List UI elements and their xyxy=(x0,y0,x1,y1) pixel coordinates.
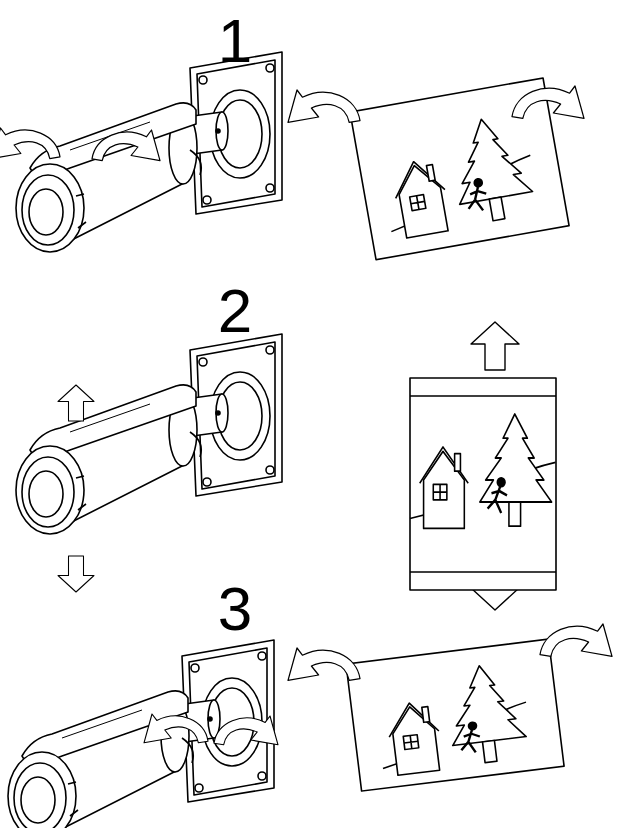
step-number: 3 xyxy=(218,578,252,640)
tilt-arrow xyxy=(58,385,94,421)
view-frame xyxy=(350,78,569,260)
rotate-arrow xyxy=(144,714,208,743)
view-frame xyxy=(346,639,564,791)
rotate-arrow xyxy=(512,86,584,118)
rotate-arrow xyxy=(214,716,278,745)
tilt-arrow xyxy=(58,556,94,592)
step-number: 2 xyxy=(218,280,252,342)
camera-figure xyxy=(8,640,274,828)
view-frame xyxy=(410,378,556,590)
rotate-arrow xyxy=(0,128,60,159)
rotate-arrow xyxy=(92,130,160,161)
rotate-arrow xyxy=(540,624,612,656)
step-number: 1 xyxy=(218,10,252,72)
rotate-arrow xyxy=(288,648,360,680)
tilt-arrow xyxy=(471,322,519,370)
camera-figure xyxy=(16,334,282,534)
rotate-arrow xyxy=(288,90,360,122)
